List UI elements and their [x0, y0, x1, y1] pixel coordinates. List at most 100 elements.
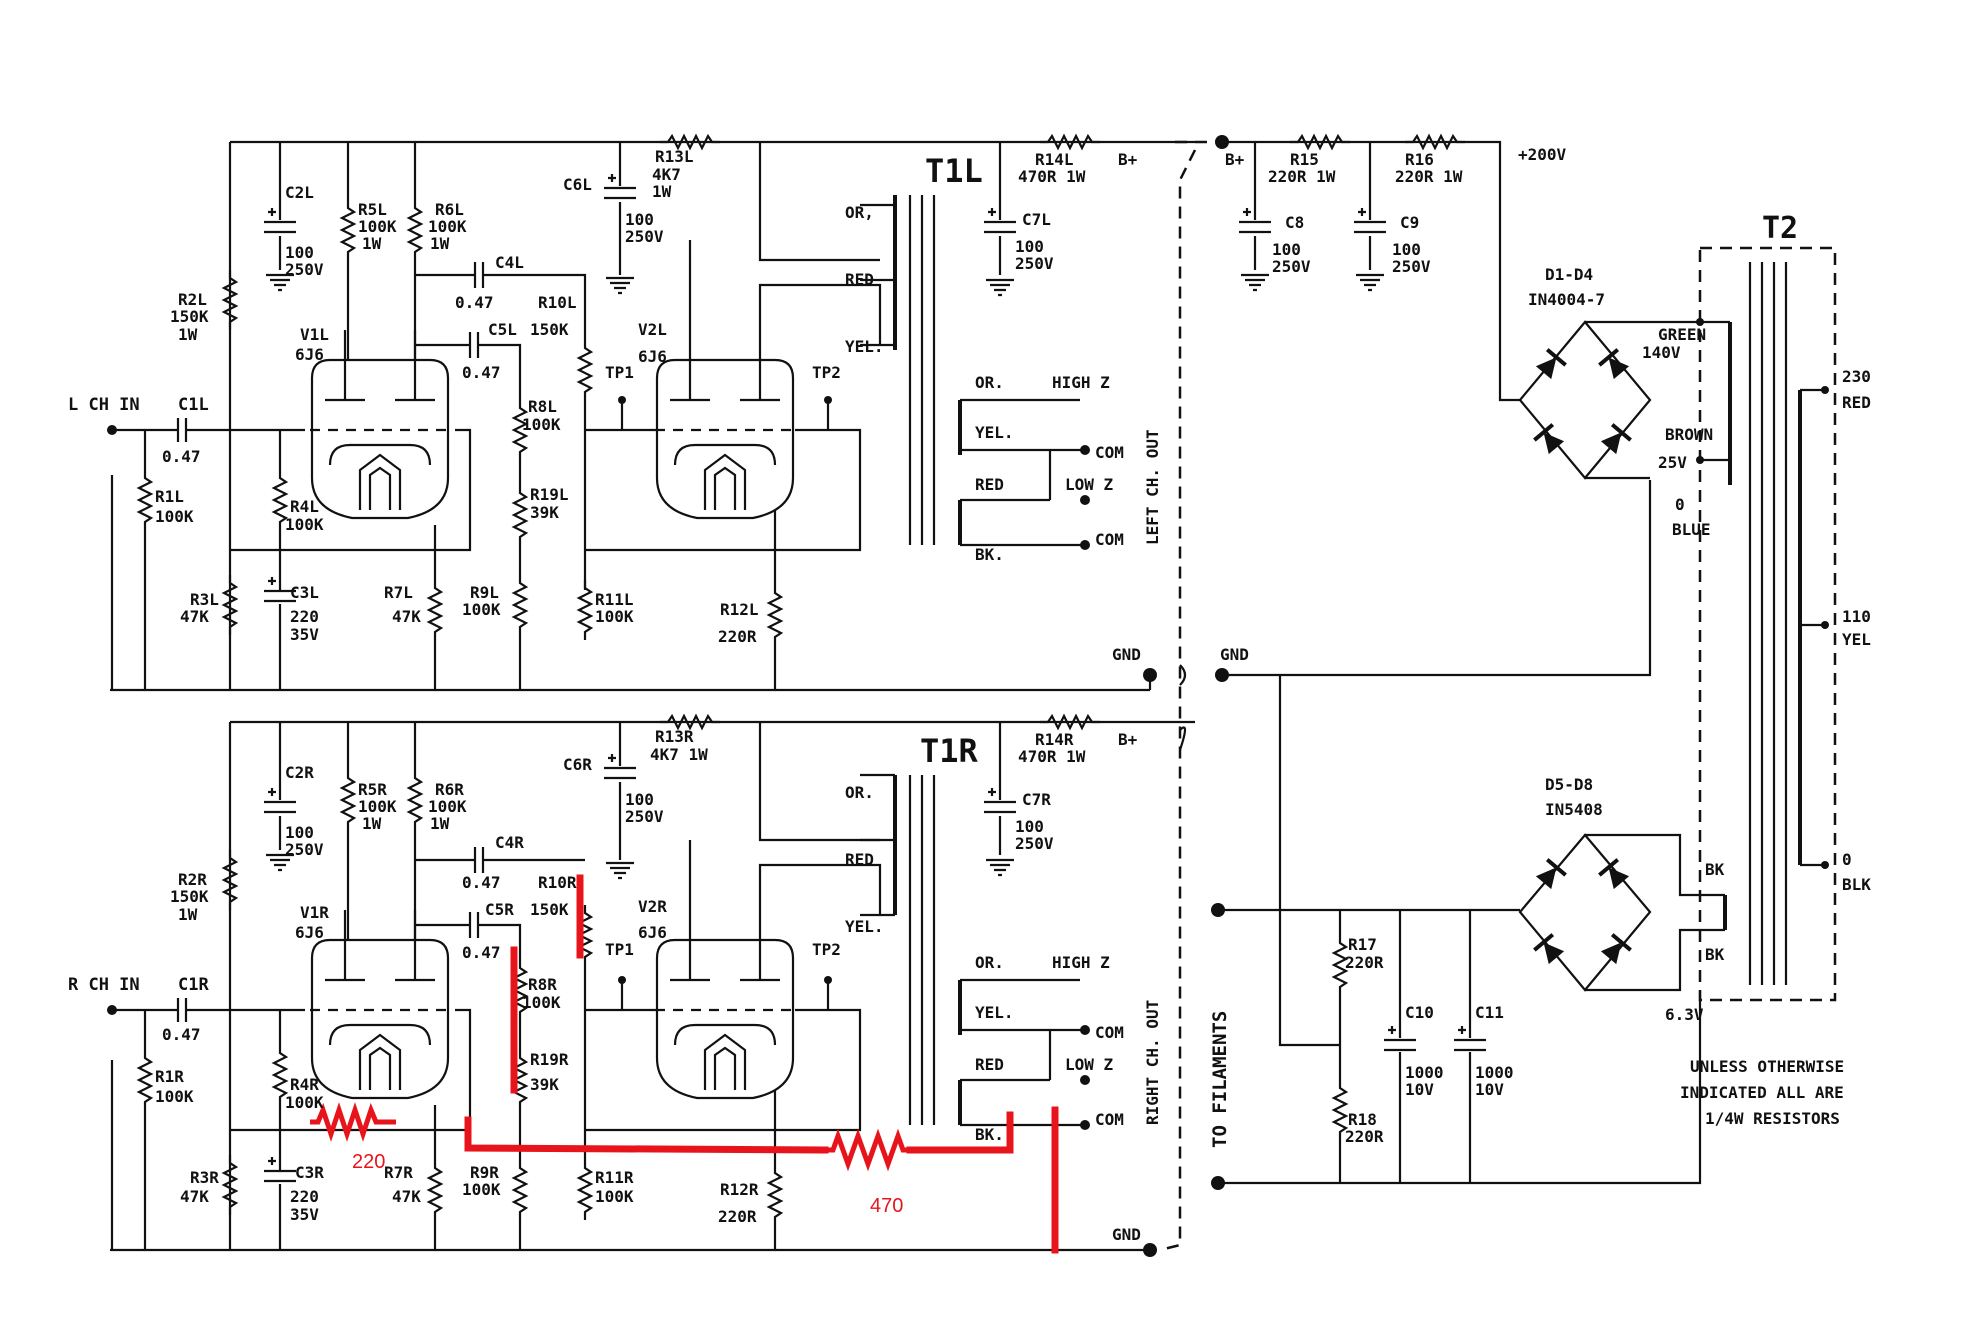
- r14r-value: 470R 1W: [1018, 747, 1086, 766]
- r13r-value: 4K7 1W: [650, 745, 708, 764]
- c8-value1: 100: [1272, 240, 1301, 259]
- r2r-value1: 150K: [170, 887, 209, 906]
- tap-0: 0: [1842, 850, 1852, 869]
- right-out-or: OR.: [975, 953, 1004, 972]
- blue-zero: 0: [1675, 495, 1685, 514]
- v2r-tube: [653, 908, 797, 1100]
- r9l-label: R9L: [470, 583, 499, 602]
- c6r-value2: 250V: [625, 807, 664, 826]
- r14l-value: 470R 1W: [1018, 167, 1086, 186]
- right-out-com1: COM: [1095, 1023, 1124, 1042]
- right-out-com2: COM: [1095, 1110, 1124, 1129]
- v1r-label: V1R: [300, 903, 329, 922]
- brown-voltage: 25V: [1658, 453, 1687, 472]
- c7r-value2: 250V: [1015, 834, 1054, 853]
- c3l-label: C3L: [290, 583, 319, 602]
- c5l-value: 0.47: [462, 363, 501, 382]
- r8r-value: 100K: [522, 993, 561, 1012]
- gnd-right: GND: [1112, 1225, 1141, 1244]
- note-line-1: UNLESS OTHERWISE: [1690, 1057, 1844, 1076]
- c5r-label: C5R: [485, 900, 514, 919]
- r10l-value: 150K: [530, 320, 569, 339]
- c4r-value: 0.47: [462, 873, 501, 892]
- r17-label: R17: [1348, 935, 1377, 954]
- r19r-value: 39K: [530, 1075, 559, 1094]
- left-out-com2: COM: [1095, 530, 1124, 549]
- brown-label: BROWN: [1665, 425, 1713, 444]
- annotation-470: 470: [870, 1195, 903, 1217]
- b-plus-main: B+: [1225, 150, 1245, 169]
- note-line-3: 1/4W RESISTORS: [1705, 1109, 1840, 1128]
- r10r-label: R10R: [538, 873, 577, 892]
- r9l-value: 100K: [462, 600, 501, 619]
- d5-d8-type: IN5408: [1545, 800, 1603, 819]
- note-line-2: INDICATED ALL ARE: [1680, 1083, 1844, 1102]
- r6r-label: R6R: [435, 780, 464, 799]
- blue-label: BLUE: [1672, 520, 1711, 539]
- v1l-label: V1L: [300, 325, 329, 344]
- bk1-label: BK: [1705, 860, 1725, 879]
- r6r-value1: 100K: [428, 797, 467, 816]
- left-out-label: LEFT CH. OUT: [1143, 429, 1162, 545]
- right-channel: [107, 714, 1195, 1257]
- c6l-value1: 100: [625, 210, 654, 229]
- c1l-label: C1L: [178, 395, 209, 415]
- c2l-value1: 100: [285, 243, 314, 262]
- c10-value1: 1000: [1405, 1063, 1444, 1082]
- left-out-com1: COM: [1095, 443, 1124, 462]
- r6l-value1: 100K: [428, 217, 467, 236]
- left-out-bk: BK.: [975, 545, 1004, 564]
- r4r-value: 100K: [285, 1093, 324, 1112]
- c7r-value1: 100: [1015, 817, 1044, 836]
- power-supply: [1159, 134, 1837, 1252]
- supply-voltage: +200V: [1518, 145, 1567, 164]
- d1-d4-label: D1-D4: [1545, 265, 1593, 284]
- r5r-value2: 1W: [362, 814, 382, 833]
- filaments-label: TO FILAMENTS: [1209, 1011, 1231, 1148]
- c10-label: C10: [1405, 1003, 1434, 1022]
- c3r-label: C3R: [295, 1163, 324, 1182]
- c3r-value2: 35V: [290, 1205, 319, 1224]
- r18-value: 220R: [1345, 1127, 1384, 1146]
- r6r-value2: 1W: [430, 814, 450, 833]
- v2l-type: 6J6: [638, 347, 667, 366]
- v1r-tube: [308, 908, 452, 1100]
- tap-230-color: RED: [1842, 393, 1871, 412]
- r2l-value1: 150K: [170, 307, 209, 326]
- t1r-red-label: RED: [845, 850, 874, 869]
- c3l-value1: 220: [290, 607, 319, 626]
- r4l-value: 100K: [285, 515, 324, 534]
- tap-230: 230: [1842, 367, 1871, 386]
- v1r-type: 6J6: [295, 923, 324, 942]
- right-out-lowz: LOW Z: [1065, 1055, 1114, 1074]
- c5l-label: C5L: [488, 320, 517, 339]
- r12r-label: R12R: [720, 1180, 759, 1199]
- r14r-label: R14R: [1035, 730, 1074, 749]
- r19r-label: R19R: [530, 1050, 569, 1069]
- b-plus-right: B+: [1118, 730, 1138, 749]
- r4r-label: R4R: [290, 1075, 319, 1094]
- r9r-label: R9R: [470, 1163, 499, 1182]
- left-channel: [107, 134, 1229, 692]
- c6r-value1: 100: [625, 790, 654, 809]
- t1r-label: T1R: [920, 732, 979, 770]
- r8l-label: R8L: [528, 397, 557, 416]
- r13r-label: R13R: [655, 727, 694, 746]
- r7r-value: 47K: [392, 1187, 421, 1206]
- v1l-tube: [308, 328, 452, 520]
- r5l-value2: 1W: [362, 234, 382, 253]
- r19l-label: R19L: [530, 485, 569, 504]
- r8l-value: 100K: [522, 415, 561, 434]
- v2l-tube: [653, 328, 797, 520]
- r7r-label: R7R: [384, 1163, 413, 1182]
- supply-labels: B+ R15 220R 1W R16 220R 1W +200V C8 100 …: [1209, 145, 1871, 1148]
- right-out-highz: HIGH Z: [1052, 953, 1110, 972]
- annotation-labels: 220 470: [352, 1151, 903, 1217]
- r5r-label: R5R: [358, 780, 387, 799]
- r8r-label: R8R: [528, 975, 557, 994]
- r6l-value2: 1W: [430, 234, 450, 253]
- r11l-value: 100K: [595, 607, 634, 626]
- c7r-label: C7R: [1022, 790, 1051, 809]
- c7l-value2: 250V: [1015, 254, 1054, 273]
- r17-value: 220R: [1345, 953, 1384, 972]
